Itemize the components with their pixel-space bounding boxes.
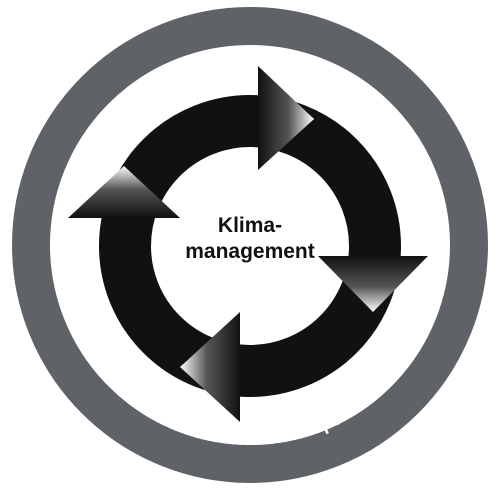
arrow-head-up	[68, 166, 180, 218]
outer-ring	[12, 7, 488, 483]
arrow-head-left	[180, 312, 240, 422]
center-label-line2: management	[185, 240, 315, 263]
arrow-head-right-main	[258, 66, 314, 170]
cycle-ring	[99, 95, 401, 397]
center-label-line1: Klima-	[218, 214, 282, 237]
arrow-head-down	[318, 256, 428, 312]
